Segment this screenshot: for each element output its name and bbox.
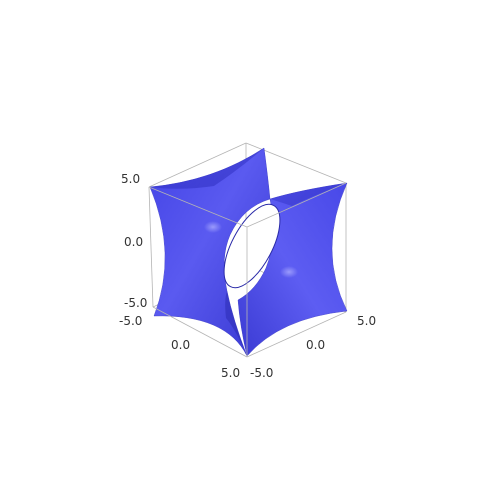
- z-tick-bottom: -5.0: [124, 296, 147, 310]
- highlight-right: [280, 266, 298, 278]
- surface-rim-left: [150, 148, 264, 189]
- x-tick-start: -5.0: [119, 314, 142, 328]
- surface-hole-edge: [223, 203, 281, 289]
- y-tick-mid: 0.0: [306, 338, 325, 352]
- surface-fold-lower: [225, 291, 247, 356]
- surface-rim-right: [270, 183, 347, 206]
- surface-hole: [224, 204, 280, 288]
- z-tick-mid: 0.0: [124, 235, 143, 249]
- highlight-left: [204, 221, 222, 233]
- z-tick-top: 5.0: [121, 172, 140, 186]
- y-tick-start: -5.0: [250, 366, 273, 380]
- y-tick-end: 5.0: [357, 314, 376, 328]
- x-tick-end: 5.0: [221, 366, 240, 380]
- bounding-box-front: [148, 182, 347, 358]
- x-tick-mid: 0.0: [171, 338, 190, 352]
